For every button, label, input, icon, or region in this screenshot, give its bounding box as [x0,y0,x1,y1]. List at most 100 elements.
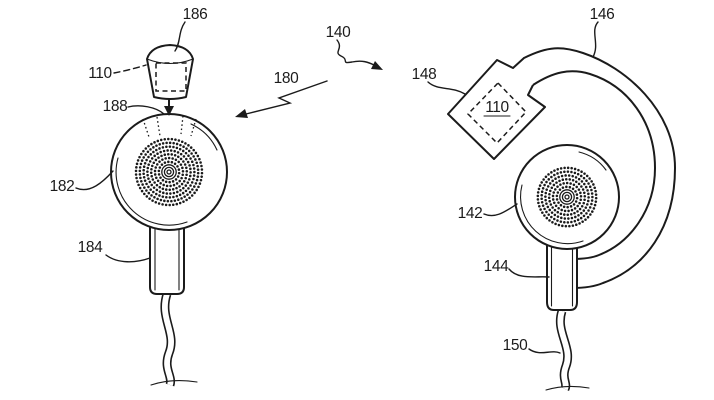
right-earbud-assembly: 110 140 146 148 142 144 150 [326,6,676,392]
grille-dot [547,213,550,216]
grille-dot [581,188,585,191]
grille-dot [143,192,146,196]
grille-dot [153,173,157,176]
grille-dot [566,170,570,173]
grille-dot [173,199,177,202]
ref-label-146: 146 [590,6,615,23]
grille-dot [584,218,587,221]
grille-dot [196,168,200,171]
grille-dot [570,170,573,174]
grille-dot [544,198,547,202]
grille-dot [152,190,155,194]
grille-dot [150,167,153,171]
grille-dot [563,209,567,213]
grille-dot [540,193,543,197]
grille-dot [576,172,580,176]
grille-dot [579,191,582,195]
grille-dot [570,216,574,220]
grille-dot [171,157,174,160]
grille-dot [572,183,576,187]
grille-dot [548,192,551,196]
grille-dot [559,167,563,170]
grille-dot [150,194,153,197]
grille-dot [166,149,169,152]
grille-dot [157,202,161,205]
grille-dot [546,185,550,188]
cap-module-dashed-outline [155,62,187,92]
grille-dot [159,181,162,185]
grille-dot [556,219,559,222]
grille-dot [198,157,201,161]
grille-dot [164,188,168,191]
grille-dot [139,176,142,180]
grille-dot [548,199,551,203]
grille-dot [138,169,142,173]
speaker-grille [536,166,598,228]
grille-dot [138,186,142,190]
module-dashed-outline [466,81,528,145]
leader-line-188 [127,105,165,115]
grille-dot [184,184,188,187]
grille-dot [151,164,154,168]
grille-dot [568,185,572,189]
grille-dot [569,205,573,208]
grille-dot [153,181,156,184]
grille-dot [153,169,157,173]
grille-dot [566,166,570,170]
grille-dot [591,195,594,199]
stem-outline [149,223,185,295]
grille-dot [152,161,156,165]
grille-dot [184,176,187,180]
grille-dot [143,179,147,182]
grille-dot [175,186,178,190]
grille-dot [580,185,583,188]
grille-dot [187,187,190,190]
grille-dot [161,146,165,149]
grille-dot [200,164,203,168]
grille-dot [167,160,170,164]
grille-dot [182,155,186,158]
grille-dot [168,145,172,148]
grille-dot [169,192,172,195]
grille-dot [189,167,192,171]
grille-dot [195,188,198,192]
grille-dot [142,172,145,176]
grille-dot [175,202,179,206]
grille-dot [149,171,153,175]
grille-dot [181,173,184,177]
assembly-180-arrow-head [235,109,248,118]
grille-dot [550,175,553,179]
grille-dot [579,195,583,198]
grille-dot [180,197,183,200]
grille-dot [189,171,192,174]
grille-dot [175,194,179,198]
grille-dot [147,155,150,159]
left-earbud-assembly: 186 110 188 182 184 180 [50,6,328,387]
ref-label-148: 148 [412,66,437,83]
leader-line-184 [105,254,151,263]
grille-dot [192,167,196,170]
grille-dot [545,188,548,191]
grille-dot [145,182,148,186]
grille-dot [185,157,188,161]
grille-dot [182,160,185,163]
stem-outline [546,242,578,311]
grille-dot [575,196,579,200]
grille-dot [190,181,194,184]
grille-dot [188,196,191,200]
grille-dot [554,177,557,180]
grille-dot [559,212,563,215]
grille-dot [574,215,577,219]
grille-dot [155,188,159,192]
grille-dot [550,171,553,174]
grille-dot [193,185,196,188]
grille-dot [177,198,180,201]
acoustic-port-dotted-line [142,118,150,138]
earbud-head-outline [110,113,228,231]
grille-dot [165,192,169,195]
grille-dot [587,192,590,196]
grille-dot [164,203,168,207]
cap-outline [146,44,194,100]
grille-dot [147,191,151,195]
grille-dot [139,162,143,166]
